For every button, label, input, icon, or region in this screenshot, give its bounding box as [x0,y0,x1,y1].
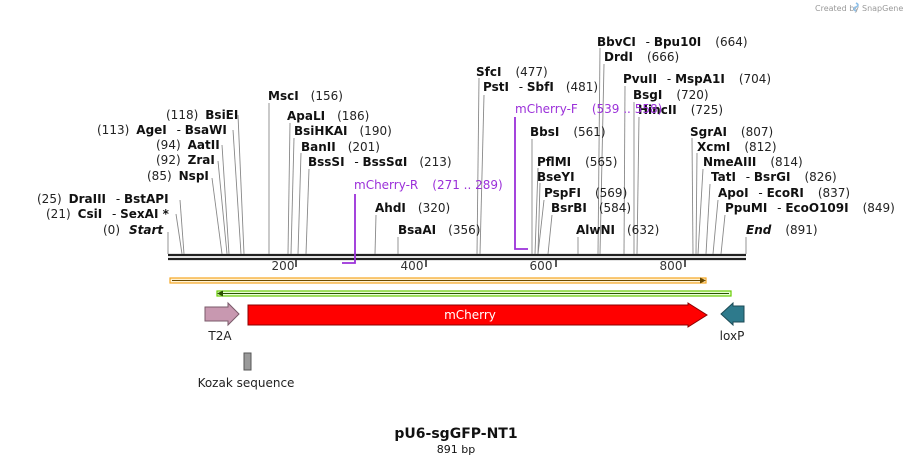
svg-text:Kozak sequence: Kozak sequence [198,376,295,390]
primer-mcherry-r: mCherry-R(271 .. 289) [342,178,503,264]
site-ahdi: AhdI(320) [375,201,450,215]
site-aatii: (94)AatII [156,138,220,152]
site-xcmi: XcmI(812) [697,140,777,154]
feature-loxp: loxP [720,301,745,343]
site-hincii: HincII(725) [638,103,723,117]
svg-text:mCherry-R(271 .. 289): mCherry-R(271 .. 289) [354,178,503,192]
site-alwni: AlwNI(632) [576,223,659,237]
map-title: pU6-sgGFP-NT1 [394,426,517,442]
site-msci: MscI(156) [268,89,343,103]
feature-t2a: T2A [204,301,240,343]
ruler: 200 400 600 800 [272,259,686,273]
feature-kozak: Kozak sequence [198,352,295,390]
site-pspfi: PspFI(569) [544,186,627,200]
site-bsgi: BsgI(720) [633,88,709,102]
site-sfci: SfcI(477) [476,65,548,79]
site-nmeaiii: NmeAIII(814) [703,155,803,169]
svg-text:loxP: loxP [720,329,745,343]
site-end: End(891) [746,223,818,237]
site-pflmi: PflMI(565) [537,155,617,169]
site-bsssi: BssSI - BssSαI(213) [308,155,452,169]
tick-label-600: 600 [530,259,553,273]
site-zrai: (92)ZraI [156,153,215,167]
site-banii: BanII(201) [301,140,380,154]
site-agei: (113)AgeI - BsaWI [97,123,227,137]
snapgene-logo-icon [853,2,859,12]
feature-mcherry: mCherry [247,302,708,328]
tick-label-400: 400 [401,259,424,273]
site-bbsi: BbsI(561) [530,125,606,139]
tick-label-800: 800 [660,259,683,273]
svg-text:mCherry: mCherry [444,308,496,322]
site-nspi: (85)NspI [147,169,209,183]
map-subtitle: 891 bp [437,443,475,456]
site-apoi: ApoI - EcoRI(837) [718,186,850,200]
svg-text:T2A: T2A [207,329,232,343]
site-bsihkai: BsiHKAI(190) [294,124,392,138]
orf-bar-green [216,290,732,297]
site-start: (0)Start [103,223,164,237]
site-bsaai: BsaAI(356) [398,223,480,237]
site-leader-lines [167,47,747,255]
site-draiii: (25)DraIII - BstAPI [37,192,169,206]
site-ppumi: PpuMI - EcoO109I(849) [725,201,895,215]
site-bseyi: BseYI [537,170,575,184]
site-bsrbi: BsrBI(584) [551,201,631,215]
orf-bar-orange [169,277,707,284]
primer-mcherry-f: mCherry-F(539 .. 558) [514,102,662,250]
site-drdi: DrdI(666) [604,50,679,64]
credit-text: Created by [815,4,859,13]
site-bsiei: (118)BsiEI [166,108,238,122]
site-pvuii: PvuII - MspA1I(704) [623,72,771,86]
site-psti: PstI - SbfI(481) [483,80,598,94]
site-sgrai: SgrAI(807) [690,125,773,139]
site-apali: ApaLI(186) [287,109,369,123]
brand-text: SnapGene [862,4,903,13]
svg-text:mCherry-F(539 .. 558): mCherry-F(539 .. 558) [515,102,662,116]
site-csii: (21)CsiI - SexAI * [46,207,170,221]
site-tati: TatI - BsrGI(826) [711,170,837,184]
tick-label-200: 200 [272,259,295,273]
site-bbvci: BbvCI - Bpu10I(664) [597,35,748,49]
